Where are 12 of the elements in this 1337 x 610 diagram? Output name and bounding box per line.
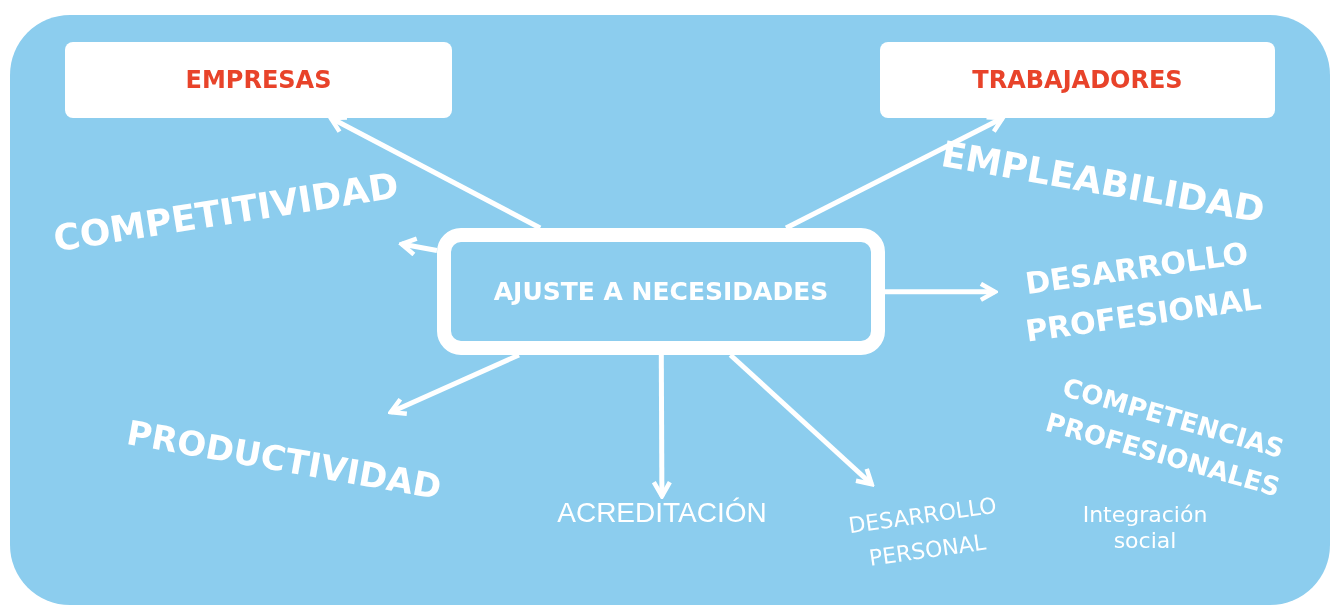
arrow (651, 355, 673, 499)
concept-label: Integración social (1081, 501, 1209, 555)
arrow (399, 236, 438, 257)
arrow (388, 352, 520, 417)
arrow (885, 281, 998, 303)
concept-label: DESARROLLO PERSONAL (821, 484, 1029, 582)
concept-label: ACREDITACIÓN (557, 496, 767, 530)
title-box: TRABAJADORES (880, 42, 1275, 118)
title-box: EMPRESAS (65, 42, 452, 118)
process-box: AJUSTE A NECESIDADES (437, 228, 885, 355)
arrow (328, 115, 542, 231)
arrow (728, 353, 874, 487)
